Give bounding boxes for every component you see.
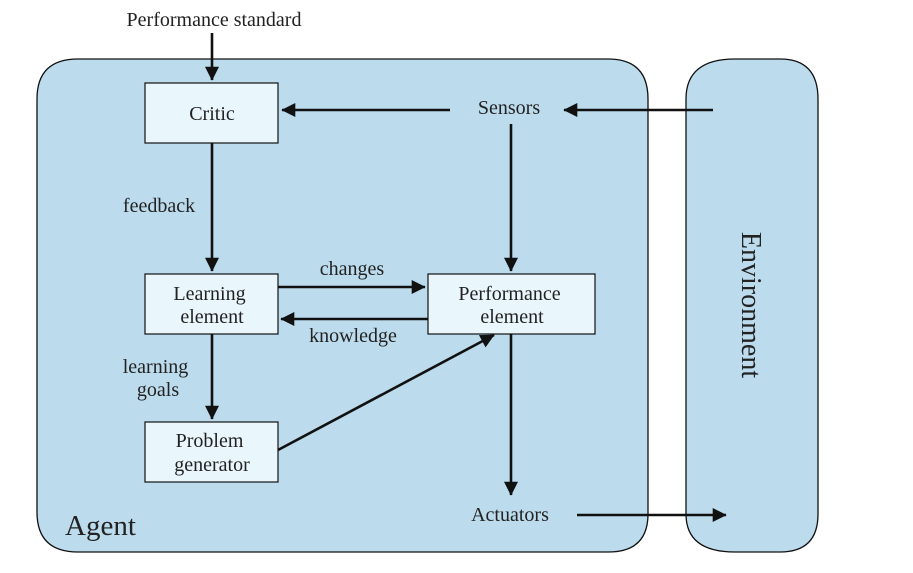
environment-label: Environment xyxy=(735,232,766,378)
performance-element-box xyxy=(427,273,596,335)
actuators-label: Actuators xyxy=(471,504,549,526)
learning-goals-label: learning goals xyxy=(123,356,194,401)
arrow-problem-to-performance xyxy=(277,333,495,452)
feedback-label: feedback xyxy=(123,195,195,217)
agent-label: Agent xyxy=(65,510,136,542)
learning-element-label: Learning element xyxy=(173,283,250,328)
sensors-label: Sensors xyxy=(478,97,540,119)
performance-standard-label: Performance standard xyxy=(127,9,302,31)
critic-label: Critic xyxy=(189,103,235,125)
environment-container xyxy=(685,58,819,553)
problem-generator-label: Problem generator xyxy=(174,430,250,476)
performance-element-label: Performance element xyxy=(458,283,565,328)
knowledge-label: knowledge xyxy=(309,325,397,347)
problem-generator-box xyxy=(144,421,279,483)
changes-label: changes xyxy=(320,258,385,280)
critic-box xyxy=(144,82,279,144)
